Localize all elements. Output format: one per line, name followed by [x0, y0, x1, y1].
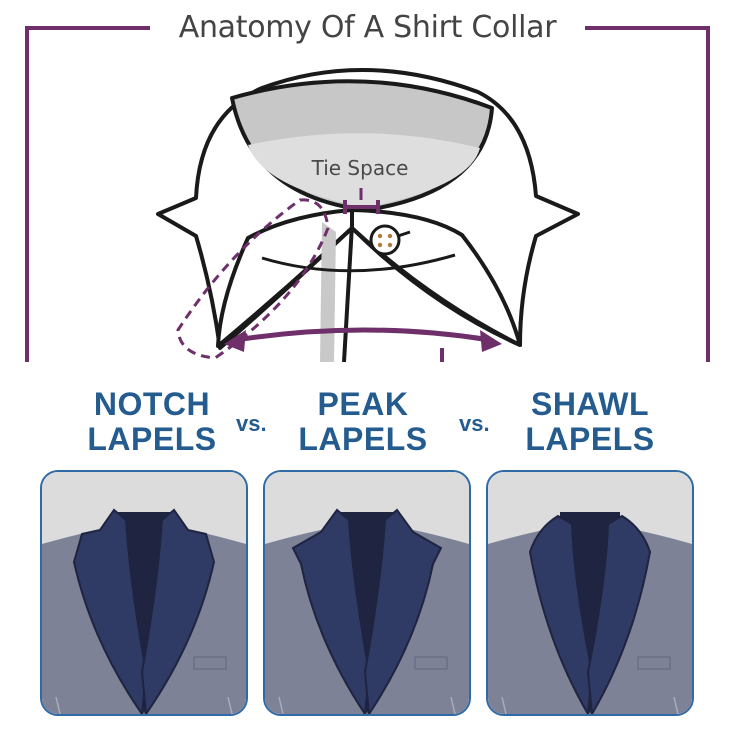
peak-right-lapel [363, 508, 443, 714]
peak-left-lapel [291, 508, 371, 714]
shirt-placket-shadow [320, 222, 336, 362]
shawl-left-lapel [528, 514, 594, 714]
shirt-placket-line [342, 224, 354, 362]
notch-lapel-illustration [42, 472, 246, 714]
collar-seam [261, 253, 456, 273]
vs-label-2: vs. [459, 411, 490, 436]
collar-button [369, 224, 401, 256]
collar-spread-arrow [235, 327, 491, 343]
frame-border [25, 26, 710, 362]
peak-heading-line1: PEAK [317, 386, 409, 422]
collar-stand [248, 133, 480, 205]
collar-illustration [25, 26, 710, 362]
collar-title: Anatomy Of A Shirt Collar [0, 10, 735, 45]
collar-diagram: Anatomy Of A Shirt Collar Tie Space [0, 0, 735, 362]
notch-lapels-heading: NOTCH LAPELS [52, 387, 252, 457]
tie-space-label: Tie Space [311, 156, 409, 180]
notch-lapel-card [40, 470, 248, 716]
peak-heading-line2: LAPELS [298, 421, 428, 457]
vs-label-1: vs. [236, 411, 267, 436]
shawl-lapel-card [486, 470, 694, 716]
shawl-heading-line2: LAPELS [525, 421, 655, 457]
shawl-right-lapel [586, 514, 652, 714]
peak-lapels-heading: PEAK LAPELS [263, 387, 463, 457]
shawl-heading-line1: SHAWL [530, 386, 650, 422]
notch-right-lapel [140, 508, 216, 714]
shawl-lapel-illustration [488, 472, 692, 714]
peak-lapel-illustration [265, 472, 469, 714]
shawl-lapels-heading: SHAWL LAPELS [490, 387, 690, 457]
tie-space-marker [343, 200, 380, 214]
peak-lapel-card [263, 470, 471, 716]
notch-left-lapel [72, 508, 148, 714]
notch-heading-line2: LAPELS [87, 421, 217, 457]
notch-heading-line1: NOTCH [93, 386, 211, 422]
